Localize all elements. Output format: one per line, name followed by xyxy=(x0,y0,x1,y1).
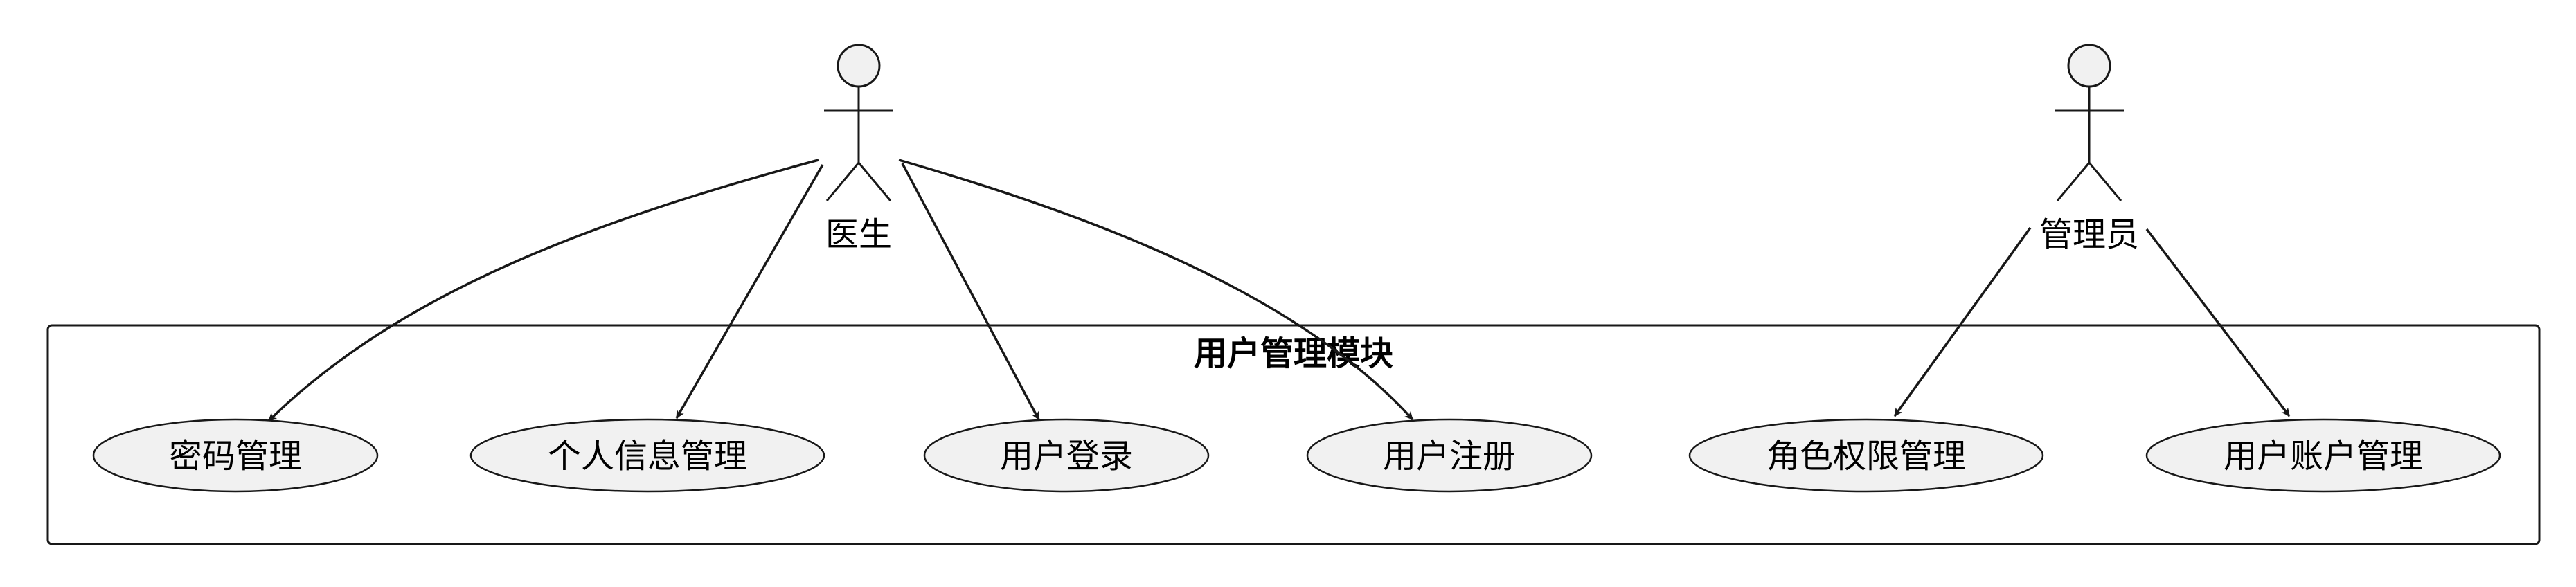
association-doctor-password xyxy=(267,159,819,422)
association-doctor-login xyxy=(901,163,1040,420)
use-case-profile: 个人信息管理 xyxy=(469,418,825,493)
association-doctor-register xyxy=(898,159,1414,421)
actor-doctor-label: 医生 xyxy=(825,215,892,254)
actor-admin: 管理员 xyxy=(2039,44,2139,254)
actor-admin-label: 管理员 xyxy=(2039,215,2139,254)
stick-figure-icon xyxy=(2055,44,2124,201)
use-case-register: 用户注册 xyxy=(1306,418,1593,493)
use-case-profile-label: 个人信息管理 xyxy=(548,437,747,476)
stick-figure-icon xyxy=(824,44,893,201)
use-case-roles: 角色权限管理 xyxy=(1688,418,2044,493)
association-admin-roles xyxy=(1893,226,2032,417)
association-doctor-profile xyxy=(675,164,824,419)
use-case-login: 用户登录 xyxy=(923,418,1210,493)
actor-doctor: 医生 xyxy=(824,44,893,254)
use-case-password: 密码管理 xyxy=(92,418,379,493)
use-case-register-label: 用户注册 xyxy=(1383,437,1516,476)
use-case-accounts: 用户账户管理 xyxy=(2145,418,2501,493)
use-case-password-label: 密码管理 xyxy=(169,437,302,476)
associations xyxy=(267,159,2291,422)
use-case-login-label: 用户登录 xyxy=(1000,437,1133,476)
system-title: 用户管理模块 xyxy=(1194,334,1393,373)
system-boundary: 用户管理模块 xyxy=(46,324,2541,545)
use-case-roles-label: 角色权限管理 xyxy=(1766,437,1966,476)
use-case-accounts-label: 用户账户管理 xyxy=(2224,437,2423,476)
association-admin-accounts xyxy=(2145,228,2291,417)
